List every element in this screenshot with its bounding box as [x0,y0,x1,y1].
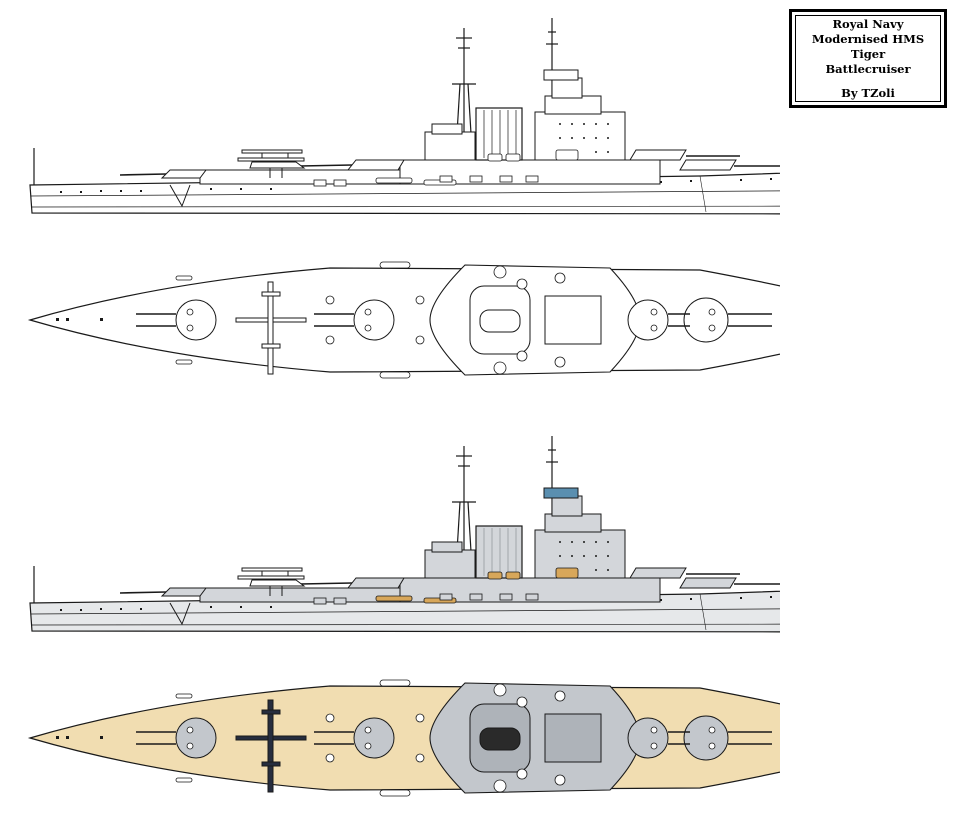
deck-plan-colored [29,679,780,797]
title-line-ship-type: Battlecruiser [825,61,911,76]
title-block-inner-frame: Royal Navy Modernised HMS Tiger Battlecr… [795,15,941,102]
title-block: Royal Navy Modernised HMS Tiger Battlecr… [789,9,947,108]
deck-plan-line-art [29,261,780,379]
title-line-author: By TZoli [841,85,895,100]
title-line-navy: Royal Navy [832,16,904,31]
ship-drawing-canvas [29,17,780,797]
side-profile-colored [29,435,780,633]
side-profile-line-art [29,17,780,215]
title-line-ship-name: Modernised HMS Tiger [811,31,925,61]
